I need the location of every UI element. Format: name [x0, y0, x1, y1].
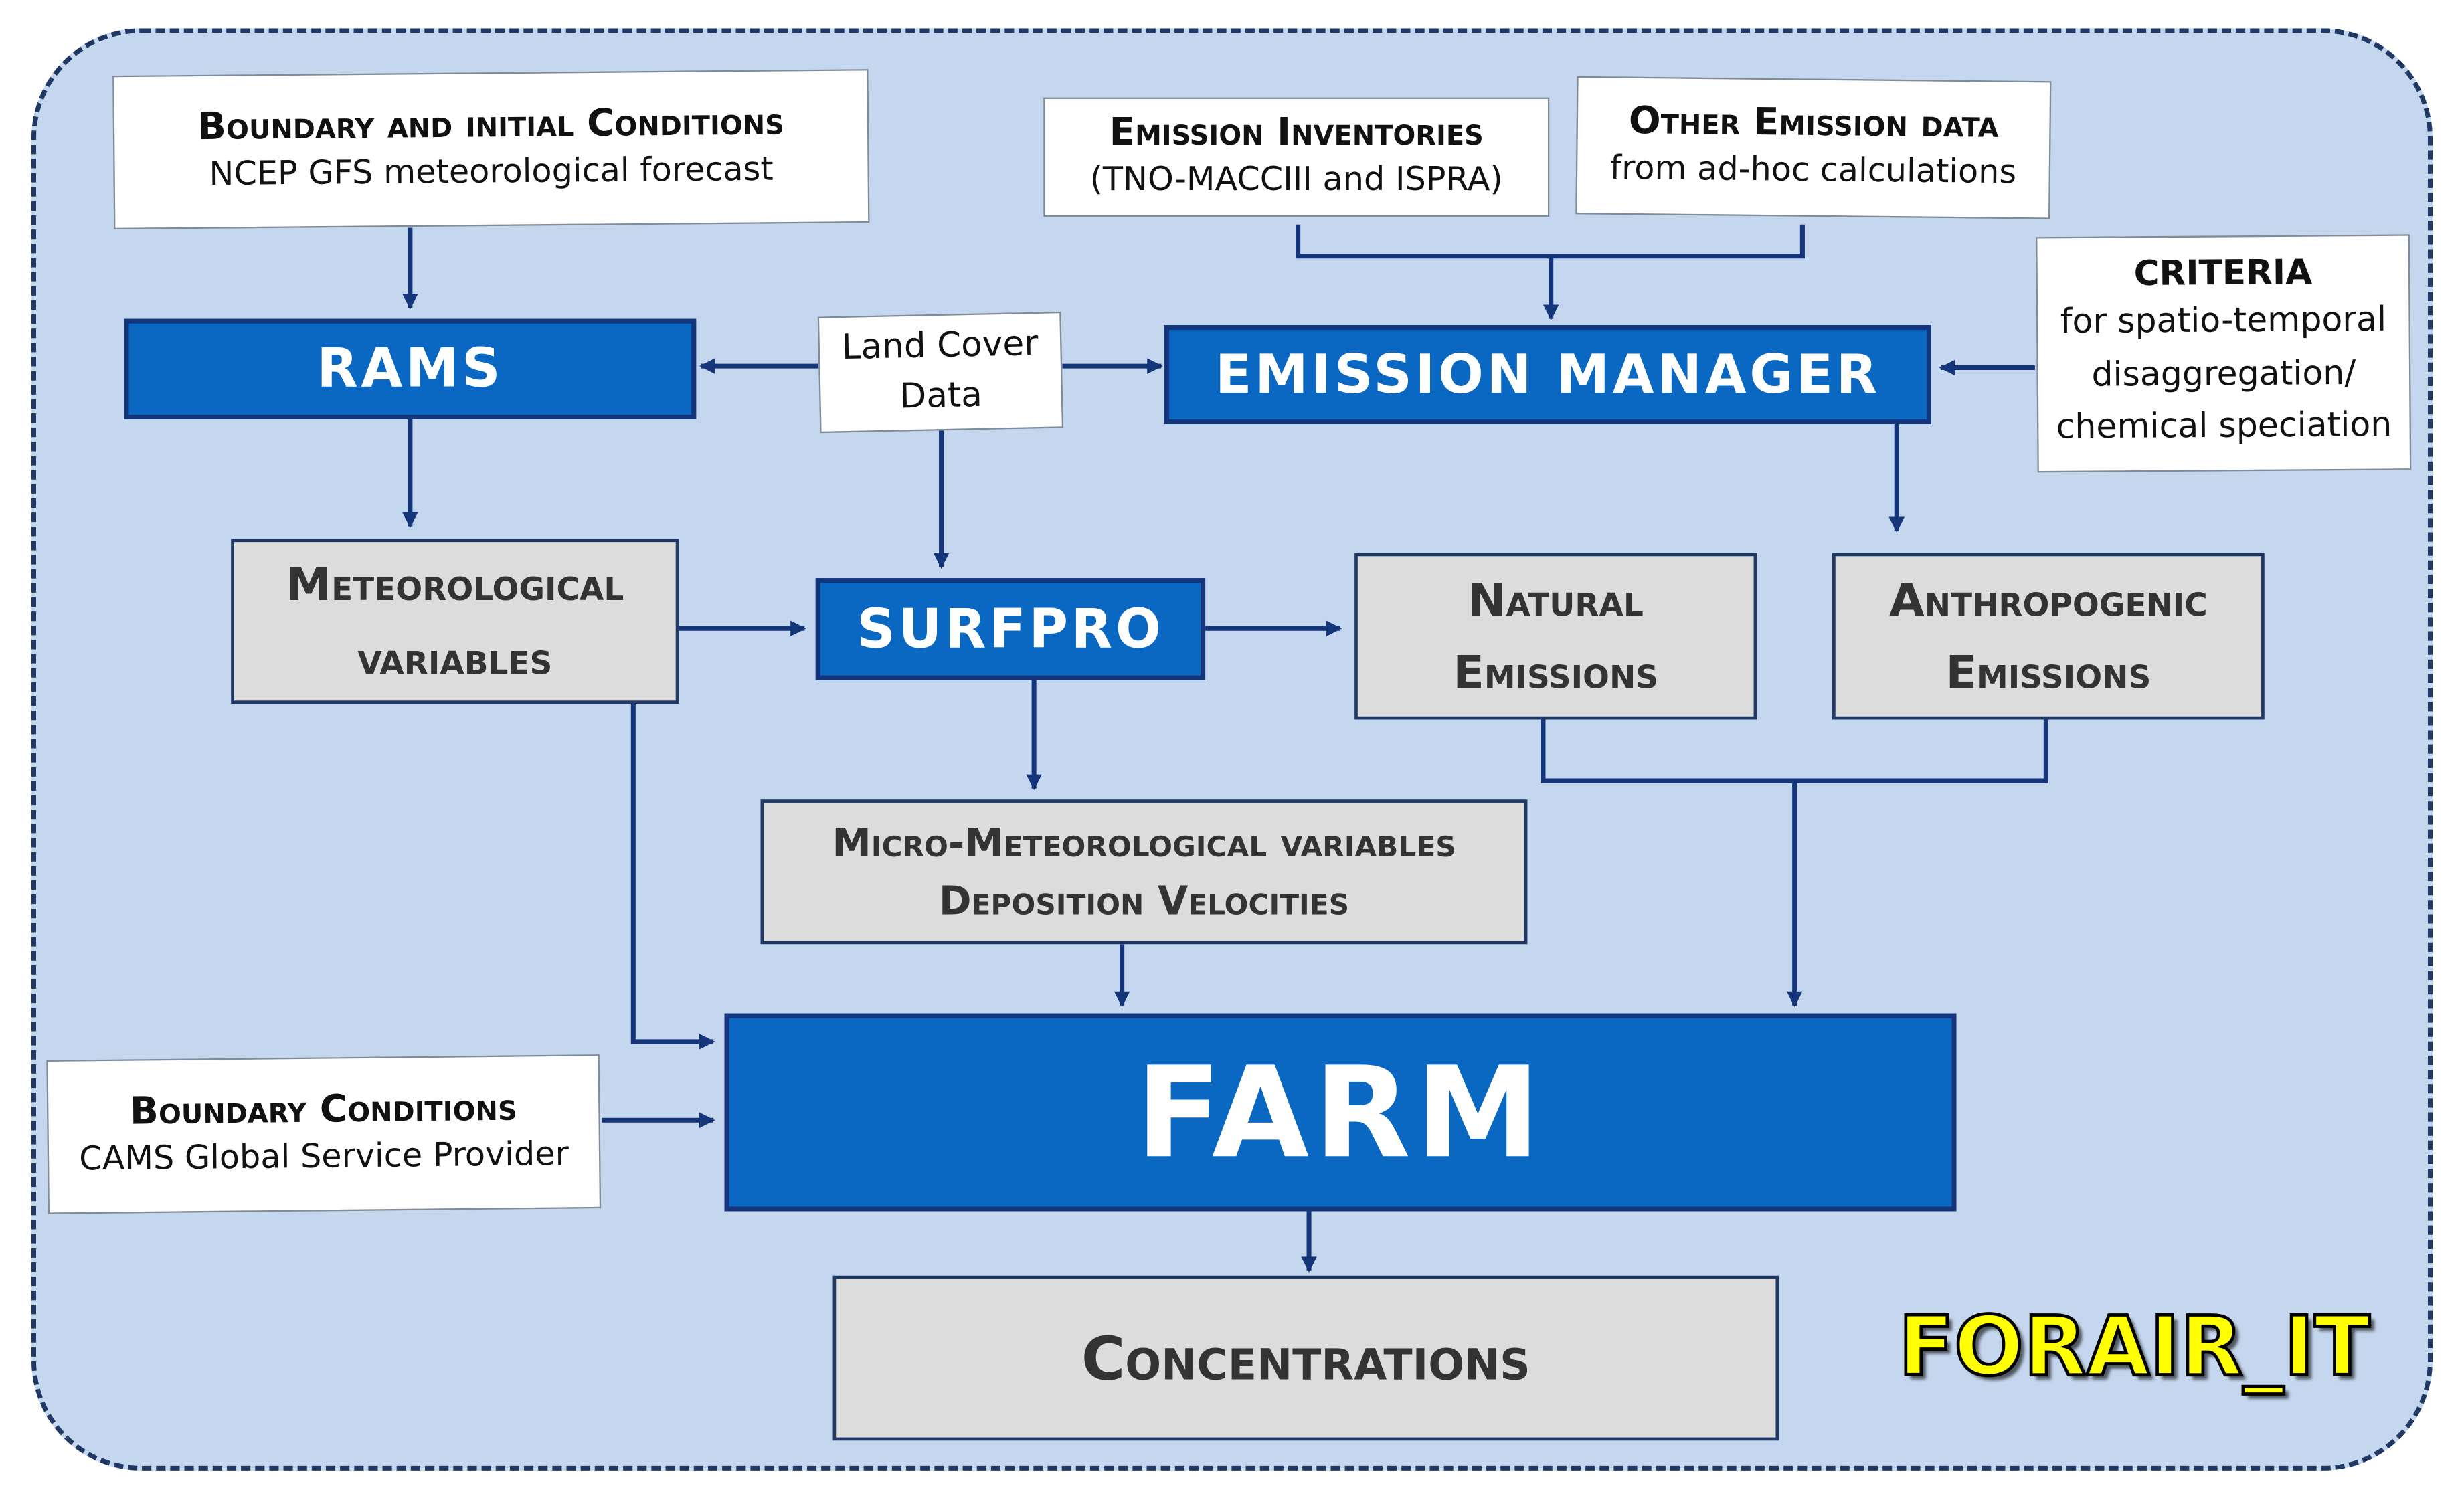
farm-label: FARM [1136, 1039, 1545, 1186]
natural-emissions-box: Natural Emissions [1354, 553, 1757, 720]
land-cover-data-box: Land Cover Data [817, 311, 1064, 434]
emission-inventories-title: Emission Inventories [1109, 110, 1484, 155]
other-emission-title: Other Emission data [1628, 99, 1999, 147]
surfpro-box: SURFPRO [815, 578, 1206, 680]
micro-met-line-2: Deposition Velocities [938, 878, 1350, 924]
emission-manager-label: EMISSION MANAGER [1215, 343, 1880, 407]
diagram-frame [31, 28, 2433, 1471]
boundary-initial-subtitle: NCEP GFS meteorological forecast [209, 150, 774, 193]
bracket-emissions-join [1541, 719, 2048, 783]
boundary-initial-title: Boundary and initial Conditions [197, 100, 785, 150]
farm-box: FARM [724, 1013, 1957, 1212]
boundary-conditions-subtitle: CAMS Global Service Provider [78, 1135, 569, 1178]
land-cover-line-1: Land Cover [841, 324, 1039, 369]
arrow-meteorological-to-farm [630, 703, 715, 1050]
anthropogenic-line-2: Emissions [1945, 646, 2151, 699]
concentrations-label: Concentrations [1081, 1323, 1530, 1393]
emission-inventories-subtitle: (TNO-MACCIII and ISPRA) [1089, 160, 1503, 199]
meteorological-variables-box: Meteorological variables [231, 539, 679, 704]
meteorological-line-2: variables [357, 630, 553, 684]
criteria-line-1: for spatio-temporal [2060, 300, 2387, 343]
natural-line-1: Natural [1468, 573, 1644, 627]
criteria-box: CRITERIA for spatio-temporal disaggregat… [2036, 234, 2412, 473]
rams-label: RAMS [317, 337, 504, 401]
forair-it-logo: FORAIR_IT [1897, 1299, 2372, 1397]
other-emission-data-box: Other Emission data from ad-hoc calculat… [1575, 76, 2052, 219]
boundary-initial-conditions-box: Boundary and initial Conditions NCEP GFS… [112, 69, 870, 230]
concentrations-box: Concentrations [832, 1275, 1779, 1441]
natural-line-2: Emissions [1453, 646, 1659, 699]
anthropogenic-line-1: Anthropogenic [1889, 573, 2208, 627]
surfpro-label: SURFPRO [857, 597, 1164, 661]
emission-manager-box: EMISSION MANAGER [1164, 325, 1931, 425]
criteria-line-3: chemical speciation [2056, 405, 2392, 448]
rams-box: RAMS [124, 318, 697, 419]
micro-meteorological-box: Micro-Meteorological variables Depositio… [760, 799, 1528, 945]
boundary-conditions-box: Boundary Conditions CAMS Global Service … [46, 1054, 602, 1214]
other-emission-subtitle: from ad-hoc calculations [1609, 149, 2017, 191]
emission-inventories-box: Emission Inventories (TNO-MACCIII and IS… [1043, 97, 1550, 217]
boundary-conditions-title: Boundary Conditions [129, 1085, 518, 1134]
criteria-title: CRITERIA [2133, 254, 2313, 294]
micro-met-line-1: Micro-Meteorological variables [832, 819, 1456, 865]
meteorological-line-1: Meteorological [286, 557, 624, 611]
criteria-line-2: disaggregation/ [2091, 353, 2356, 395]
anthropogenic-emissions-box: Anthropogenic Emissions [1832, 553, 2265, 720]
bracket-emission-inputs [1296, 224, 1805, 259]
land-cover-line-2: Data [899, 376, 983, 417]
